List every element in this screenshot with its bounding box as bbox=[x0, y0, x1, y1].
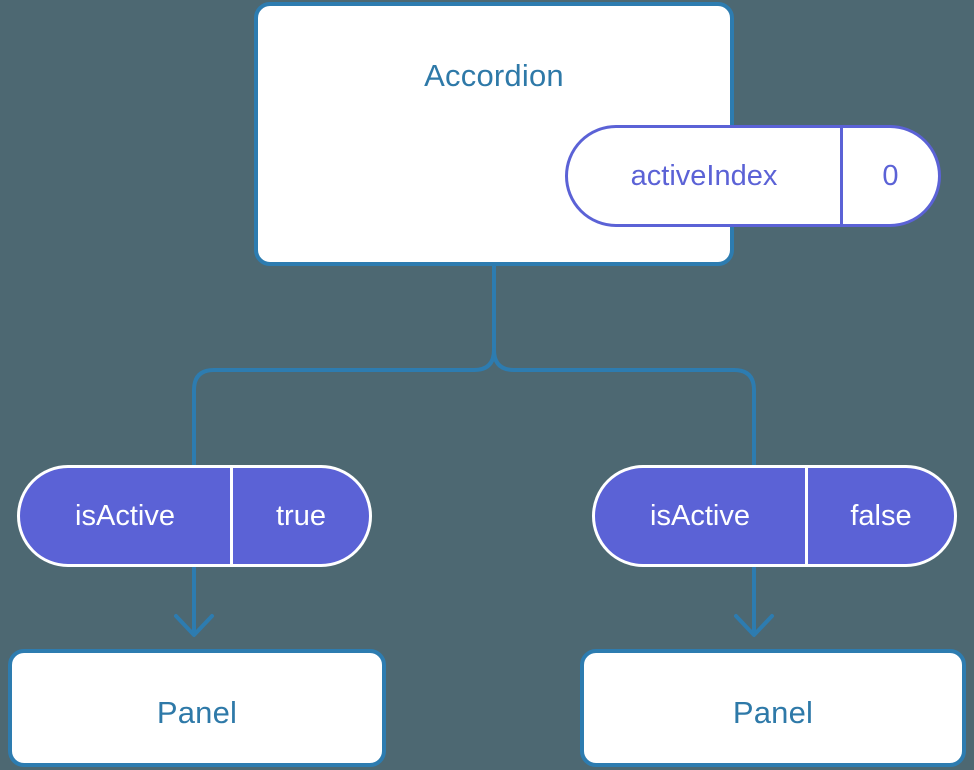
panel-component-card-right[interactable]: Panel bbox=[580, 649, 966, 767]
accordion-title: Accordion bbox=[424, 58, 564, 93]
state-pill-key: activeIndex bbox=[568, 128, 843, 224]
prop-pill-is-active-false[interactable]: isActive false bbox=[592, 465, 957, 567]
branch-line-right bbox=[492, 348, 756, 468]
state-pill-value: 0 bbox=[882, 159, 899, 192]
branch-line-left bbox=[192, 348, 496, 468]
arrow-head-left bbox=[174, 614, 214, 637]
prop-pill-key: isActive bbox=[595, 468, 808, 564]
prop-pill-is-active-true[interactable]: isActive true bbox=[17, 465, 372, 567]
prop-pill-key: isActive bbox=[20, 468, 233, 564]
panel-component-card-left[interactable]: Panel bbox=[8, 649, 386, 767]
accordion-component-card[interactable]: Accordion activeIndex 0 bbox=[254, 2, 941, 266]
panel-title: Panel bbox=[156, 695, 238, 730]
prop-pill-value: true bbox=[276, 499, 326, 532]
arrow-head-right bbox=[734, 614, 774, 637]
state-pill-active-index[interactable]: activeIndex 0 bbox=[565, 125, 941, 227]
panel-title: Panel bbox=[732, 695, 814, 730]
prop-pill-value: false bbox=[850, 499, 912, 532]
